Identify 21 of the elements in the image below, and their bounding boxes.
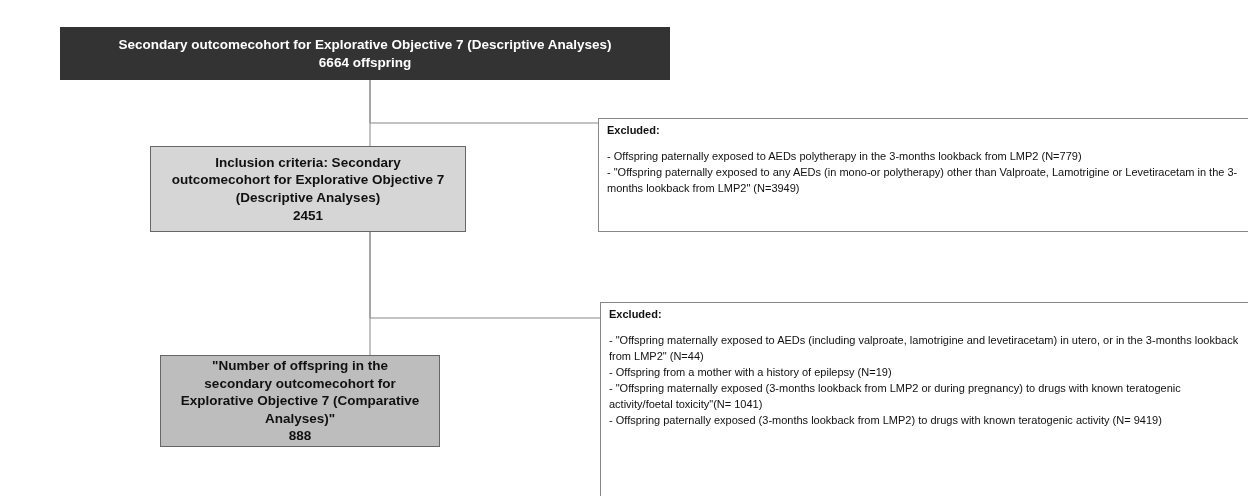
dark-box [60, 27, 670, 80]
exclusion-box [598, 118, 1248, 232]
count: 2451 [292, 206, 323, 225]
box-title: "Number of offspring in the secondary outcomecohort for Explorative Objective 7 (Comparative Analyses)" [179, 357, 421, 428]
process-box [160, 355, 440, 447]
process-box [150, 146, 466, 232]
exclusion-criterion: - "Offspring maternally exposed to AEDs (including valproate, lamotrigine and levetiracetam) in utero, or in the 3-months lookback from LMP2" (N=44) [609, 332, 1240, 364]
exclusion-criterion: - "Offspring paternally exposed to any AEDs (in mono-or polytherapy) other than Valproate, Lamotrigine or Levetiracetam in the 3-months lookback from LMP2" (N=3949) [607, 164, 1239, 196]
count: 6664 offspring [318, 53, 412, 72]
exclusion-criterion: - Offspring from a mother with a history of epilepsy (N=19) [609, 364, 893, 380]
exclusion-criterion: - "Offspring maternally exposed (3-months lookback from LMP2 or during pregnancy) to drugs with known teratogenic activity/foetal toxicity"(N= 1041) [609, 380, 1182, 412]
exclusion-criterion: - Offspring paternally exposed to AEDs polytherapy in the 3-months lookback from LMP2 (N=779) [607, 148, 1083, 164]
count: 888 [288, 427, 312, 445]
connector-line [369, 79, 599, 124]
heading: Excluded: [607, 123, 661, 138]
connector-line [369, 231, 601, 319]
heading: Excluded: [609, 307, 663, 322]
box-title: Secondary outcomecohort for Explorative Objective 7 (Descriptive Analyses) [118, 35, 612, 54]
box-title: Inclusion criteria: Secondary outcomecohort for Explorative Objective 7 (Descriptive Analyses) [170, 153, 446, 207]
exclusion-criterion: - Offspring paternally exposed (3-months lookback from LMP2) to drugs with known teratogenic activity (N= 9419) [609, 412, 1163, 428]
exclusion-box [600, 302, 1248, 496]
